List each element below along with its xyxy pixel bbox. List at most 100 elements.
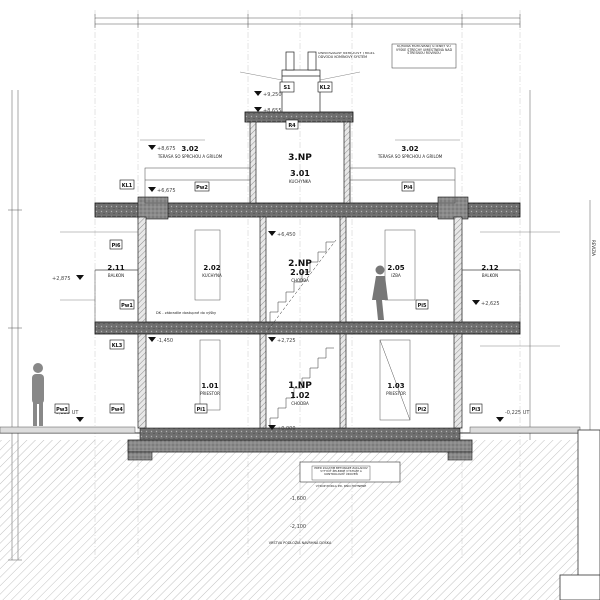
stair [267,239,337,428]
right-level-chain [529,90,591,440]
svg-text:Pi1: Pi1 [197,407,206,413]
level-marker-l1-left: -1,450 [148,337,173,344]
svg-text:Pi5: Pi5 [418,303,427,309]
level-text: -1,600 [290,496,306,502]
stamp-pi1: Pi1 [194,403,208,414]
svg-text:Pw1: Pw1 [121,303,133,309]
room-code-1-03: 1.03 [387,382,404,390]
svg-text:KL2: KL2 [320,85,331,91]
room-name-1-02: CHODBA [291,401,309,406]
notes: KORUNA MUROVANEJ STIENKY VO VÝŠKE STRECH… [156,43,457,545]
svg-text:Pw2: Pw2 [196,185,208,191]
side-label: REVIZIA [591,240,596,256]
level-markers: +9,250 +8,655 +8,675 +6,675 +6,450 +2,87… [52,91,530,530]
stamp-kl3: KL3 [109,339,125,350]
callout-leaders [60,71,560,347]
level-marker-l3-left: +6,675 [148,187,176,194]
room-name-1-03: PRIESTOR [386,391,406,396]
slabs [94,111,521,335]
svg-text:Pw4: Pw4 [111,407,123,413]
stamp-kl2: KL2 [317,81,333,93]
room-name-2-11: BALKON [108,273,124,278]
inner-note: DK - zábradlie dostupné do výšky [156,311,217,315]
stamp-pi4: Pi4 [401,181,415,192]
svg-text:Pi3: Pi3 [472,407,481,413]
level-marker-parapet: +8,675 [148,145,176,152]
level-text: +8,675 [157,146,176,152]
svg-text:Pi2: Pi2 [418,407,427,413]
stamp-pi2: Pi2 [415,403,429,414]
terrace-railings [94,167,521,323]
level-marker-ground-right: -0,225 UT [496,410,530,422]
room-code-1-01: 1.01 [201,382,218,390]
room-name-2-05: IZBA [391,273,401,278]
svg-text:S1: S1 [283,85,291,91]
openings [194,229,416,421]
svg-text:Pw3: Pw3 [56,407,68,413]
stamps: S1 R4 KL1 KL2 KL3 Pw1 Pw2 Pw3 Pw4 Pi1 Pi… [54,81,483,414]
stamp-r4: R4 [285,119,299,130]
svg-text:KL1: KL1 [122,183,133,189]
stamp-pw4: Pw4 [109,403,125,414]
room-code-2-11: 2.11 [107,264,124,272]
room-name-2-02: KUCHYNA [202,273,222,278]
level-marker-l2-mid: +2,725 [268,337,296,344]
level-text: +2,725 [277,338,296,344]
floor-label-1np: 1.NP [288,381,312,391]
room-name-1-01: PRIESTOR [200,391,220,396]
level-text: +9,250 [263,92,282,98]
stamp-kl1: KL1 [119,179,135,190]
roof-note: UNIVERZÁLNY NEREZOVÝ TRIGEL ODVODU KOMÍN… [318,52,375,59]
level-marker-l3-mid: +6,450 [268,231,296,238]
stamp-pi3: Pi3 [469,403,483,414]
top-dimension-chain [94,14,521,28]
svg-text:Pi4: Pi4 [404,185,413,191]
stamp-pw3: Pw3 [54,403,70,414]
level-text: +2,625 [481,301,500,307]
room-code-1-02: 1.02 [290,391,310,400]
room-name-3-02-left: TERASA SO SPRCHOU A GRILOM [157,154,223,159]
walls [137,121,463,429]
human-figure-right [372,265,388,320]
foundation-note-2: VÝKOP PODĽA PD, DNO HUTNENÉ [316,483,367,488]
level-text: -2,100 [290,524,306,530]
room-name-3-01: KUCHYNKA [289,179,311,184]
stamp-s1: S1 [279,81,295,93]
level-marker-found: -2,100 [290,524,306,530]
top-note: KORUNA MUROVANEJ STIENKY VO VÝŠKE STRECH… [395,45,453,56]
room-code-2-12: 2.12 [481,264,498,272]
stamp-pw1: Pw1 [119,299,135,310]
room-code-3-02-right: 3.02 [401,145,418,153]
room-code-2-01: 2.01 [290,268,310,277]
bottom-note: VRSTVA PODLOŽIA NAVRHNÁ DOSKA [269,540,332,545]
svg-text:KL3: KL3 [112,343,123,349]
level-marker-zero: +0,000 [268,425,296,432]
stamp-pi5: Pi5 [415,299,429,310]
level-marker-top: +9,250 [254,91,282,98]
floor-label-2np: 2.NP [288,259,312,269]
level-marker-l2-left: +2,875 [52,275,84,282]
foundation-note: PRED ZAČATÍM BETONÁŽE ZÁKLADOV VYTYČIŤ Ž… [314,467,368,477]
level-text: +0,000 [277,426,296,432]
stamp-pi6: Pi6 [109,239,123,250]
level-text: +6,450 [277,232,296,238]
svg-text:Pi6: Pi6 [112,243,121,249]
level-text: +8,655 [263,108,282,114]
room-name-2-01: CHODBA [291,278,309,283]
room-code-2-02: 2.02 [203,264,220,272]
level-marker-midfill: -1,600 [290,496,306,502]
human-figure-left [32,363,44,426]
level-text: -1,450 [157,338,173,344]
stamp-pw2: Pw2 [194,181,210,192]
room-code-3-01: 3.01 [290,169,310,178]
level-marker-l2-right: +2,625 [472,300,500,307]
room-name-2-12: BALKON [482,273,498,278]
ground [0,426,600,600]
svg-text:R4: R4 [288,123,296,129]
floor-label-3np: 3.NP [288,153,312,163]
level-text: +6,675 [157,188,176,194]
room-code-3-02-left: 3.02 [181,145,198,153]
room-name-3-02-right: TERASA SO SPRCHOU A GRILOM [377,154,443,159]
